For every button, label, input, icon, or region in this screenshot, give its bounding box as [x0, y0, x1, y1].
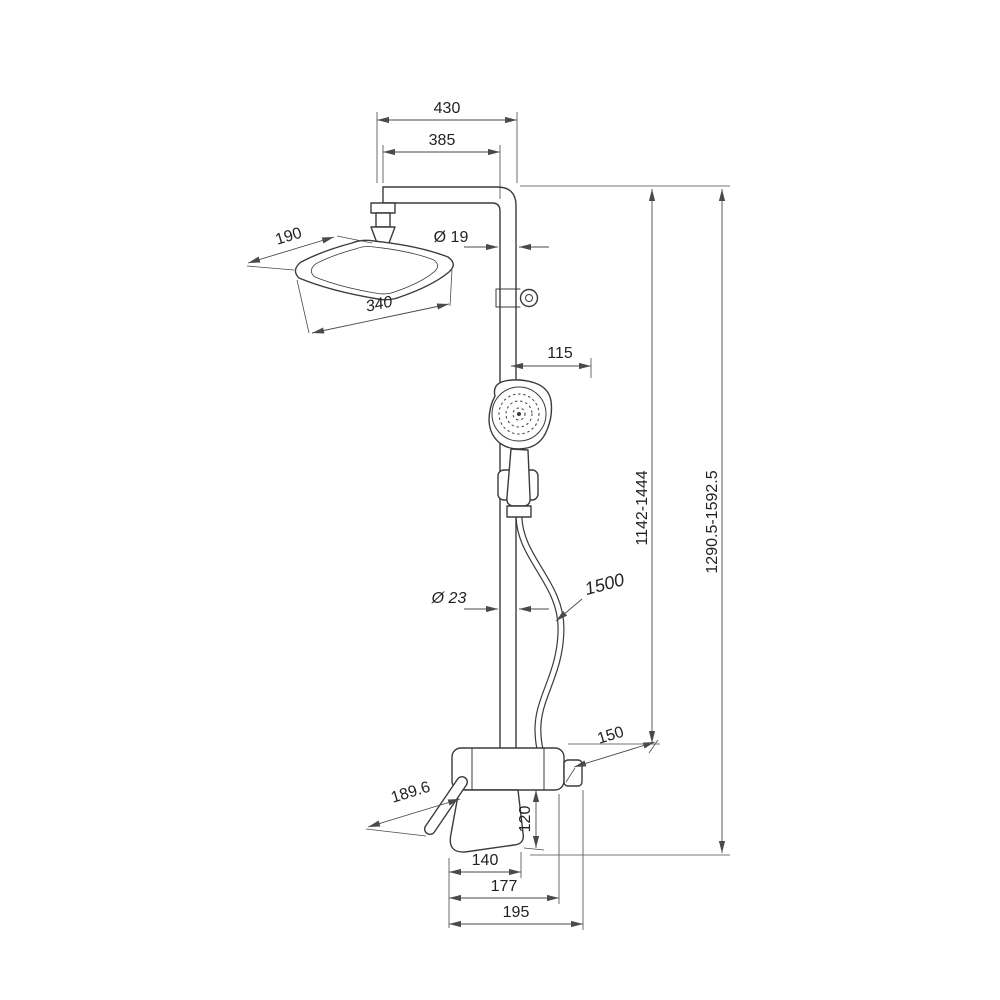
dimension-195: 195: [449, 790, 584, 930]
dim-label-177: 177: [491, 878, 518, 895]
handset-nozzle-ring-inner: [512, 407, 526, 421]
dimension-dia23: Ø 23: [431, 590, 549, 613]
handset-nozzle-ring-middle: [505, 400, 533, 428]
dimension-1142-1444: 1142-1444: [520, 185, 730, 745]
dim-label-190: 190: [273, 225, 304, 249]
dimension-177: 177: [449, 794, 560, 904]
hose-inner: [516, 516, 564, 778]
head-connector: [370, 202, 396, 244]
slider-knob: [519, 288, 539, 308]
tub-spout: [449, 789, 524, 853]
dim-label-120: 120: [517, 806, 534, 833]
dim-label-dia23: Ø 23: [431, 590, 467, 607]
overhead-shower-head: [294, 239, 454, 301]
slider-clamp: [495, 288, 521, 308]
dim-label-115: 115: [547, 345, 573, 362]
dimension-340: 340: [296, 269, 453, 334]
connector-tube: [375, 212, 391, 228]
dimension-dia19: Ø 19: [434, 229, 549, 251]
handset-hose-nut: [506, 505, 532, 518]
arm-inner-line: [382, 202, 501, 749]
dim-label-430: 430: [434, 100, 461, 117]
dimension-1500: 1500: [555, 569, 627, 622]
dim-label-overall-height: 1290.5-1592.5: [704, 470, 721, 573]
slider-bracket: [495, 288, 539, 308]
dimension-140: 140: [448, 852, 522, 928]
dimension-385: 385: [382, 132, 501, 199]
shower-hose: [515, 516, 565, 779]
dim-label-340: 340: [364, 293, 394, 315]
mixer-body-seams: [471, 747, 545, 791]
dimension-120: 120: [517, 790, 545, 851]
shower-head-face-line: [311, 246, 438, 295]
arm-outer-line: [382, 186, 517, 749]
slider-knob-center: [525, 294, 533, 302]
hand-shower: [488, 379, 553, 518]
handset-center-dot: [517, 412, 521, 416]
dim-label-189-6: 189.6: [389, 779, 432, 807]
riser-pipe-and-arm: [382, 186, 517, 749]
mixer-body: [451, 747, 565, 791]
dim-label-195: 195: [503, 904, 530, 921]
dim-label-140: 140: [472, 852, 499, 869]
handset-nozzle-ring-outer: [498, 393, 540, 435]
wall-connection: [563, 759, 583, 787]
handset-handle: [506, 448, 531, 507]
dimension-115: 115: [511, 345, 592, 378]
dimension-1290-1592: 1290.5-1592.5: [530, 189, 730, 856]
connector-flange: [370, 202, 396, 214]
dim-label-dia19: Ø 19: [434, 229, 469, 246]
dimension-430: 430: [376, 100, 518, 183]
handset-face-ring: [491, 386, 547, 442]
dim-label-385: 385: [429, 132, 456, 149]
shower-head-outline: [294, 239, 454, 301]
dim-label-riser-height: 1142-1444: [634, 470, 651, 545]
dim-label-1500: 1500: [583, 569, 627, 599]
